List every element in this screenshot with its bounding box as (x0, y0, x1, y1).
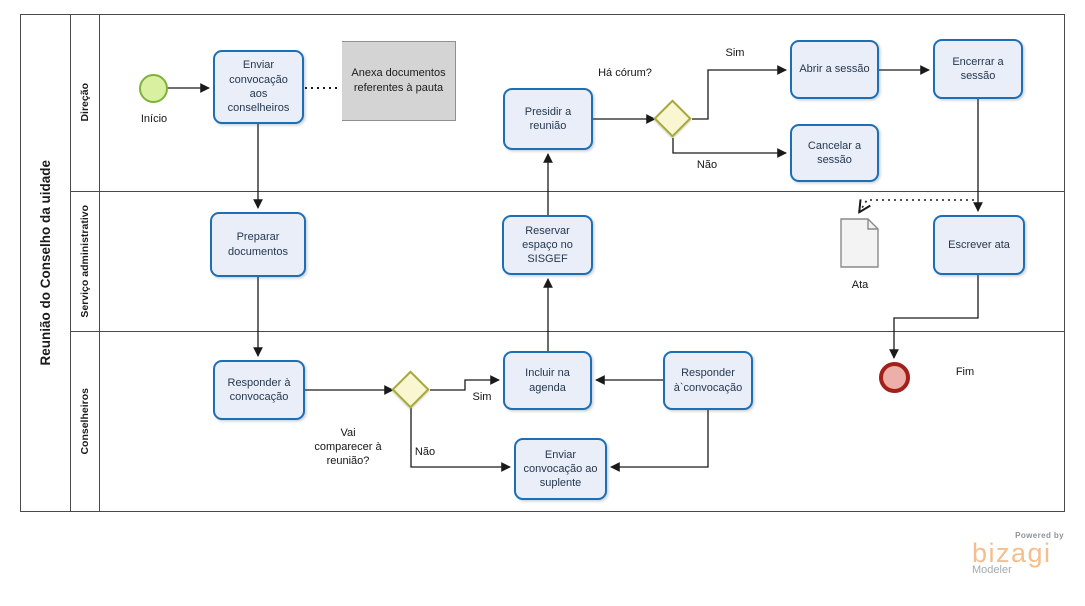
task-abrir-sessao[interactable]: Abrir a sessão (790, 40, 879, 99)
task-responder-convocacao[interactable]: Responder à convocação (213, 360, 305, 420)
flow-gateway-nao-to-suplente (410, 404, 511, 472)
task-incluir-agenda-label: Incluir na agenda (525, 367, 570, 394)
start-event-label: Início (140, 113, 168, 125)
task-responder-convocacao-2[interactable]: Responder à`convocação (663, 351, 753, 410)
lane-direcao-row (100, 14, 1065, 192)
flow-gateway-sim-to-abrir (692, 65, 787, 120)
task-abrir-sessao-label: Abrir a sessão (799, 63, 870, 76)
lane-direcao[interactable]: Direção (71, 14, 100, 192)
task-enviar-convocacao[interactable]: Enviar convocação aos conselheiros (213, 50, 304, 124)
lane-conselheiros[interactable]: Conselheiros (71, 332, 100, 511)
task-cancelar-sessao[interactable]: Cancelar a sessão (790, 124, 879, 182)
powered-by-text: Powered by (1015, 531, 1064, 540)
task-encerrar-sessao[interactable]: Encerrar a sessão (933, 39, 1023, 99)
task-cancelar-sessao-label: Cancelar a sessão (807, 139, 862, 166)
gateway-corum-nao-label: Não (696, 159, 718, 171)
task-escrever-ata-label: Escrever ata (948, 238, 1010, 251)
task-escrever-ata[interactable]: Escrever ata (933, 215, 1025, 275)
task-presidir-reuniao-label: Presidir a reunião (524, 105, 572, 132)
flow-responder2-to-suplente (610, 410, 709, 472)
gateway-comparecer-question: Vai comparecer à reunião? (314, 427, 382, 467)
modeler-text: Modeler (972, 564, 1012, 576)
task-reservar-espaco[interactable]: Reservar espaço no SISGEF (502, 215, 593, 275)
document-icon[interactable] (840, 218, 880, 269)
text-annotation[interactable]: Anexa documentos referentes à pauta (342, 41, 456, 121)
flow-escrever-to-end (889, 275, 979, 359)
lane-servico-administrativo[interactable]: Serviço administrativo (71, 192, 100, 332)
task-encerrar-sessao-label: Encerrar a sessão (952, 55, 1004, 82)
task-responder-convocacao-2-label: Responder à`convocação (673, 367, 743, 394)
gateway-comparecer-nao-label: Não (414, 446, 436, 458)
association-ata-document (860, 199, 974, 211)
task-presidir-reuniao[interactable]: Presidir a reunião (503, 88, 593, 150)
gateway-comparecer-sim-label: Sim (472, 391, 492, 403)
bizagi-branding: Powered by bizagi Modeler (972, 531, 1064, 576)
gateway-corum-sim-label: Sim (725, 47, 745, 59)
end-event[interactable] (879, 362, 910, 393)
task-preparar-documentos-label: Preparar documentos (228, 231, 288, 258)
document-label: Ata (851, 279, 869, 291)
flow-gateway-nao-to-cancelar (672, 138, 787, 158)
gateway-ha-corum-question: Há córum? (598, 67, 652, 79)
text-annotation-content: Anexa documentos referentes à pauta (351, 67, 446, 94)
task-responder-convocacao-label: Responder à convocação (227, 376, 291, 403)
task-incluir-agenda[interactable]: Incluir na agenda (503, 351, 592, 410)
flow-gateway-sim-to-incluir (430, 375, 500, 391)
task-reservar-espaco-label: Reservar espaço no SISGEF (522, 224, 573, 266)
task-enviar-convocacao-label: Enviar convocação aos conselheiros (227, 59, 290, 115)
pool-title-band[interactable]: Reunião do Conselho da uidade (20, 14, 71, 512)
start-event[interactable] (139, 74, 168, 103)
task-preparar-documentos[interactable]: Preparar documentos (210, 212, 306, 277)
bizagi-logo: bizagi (972, 538, 1052, 568)
end-event-label: Fim (955, 366, 975, 378)
task-enviar-suplente-label: Enviar convocação ao suplente (523, 448, 598, 490)
lane-servico-row (100, 192, 1065, 332)
task-enviar-suplente[interactable]: Enviar convocação ao suplente (514, 438, 607, 500)
